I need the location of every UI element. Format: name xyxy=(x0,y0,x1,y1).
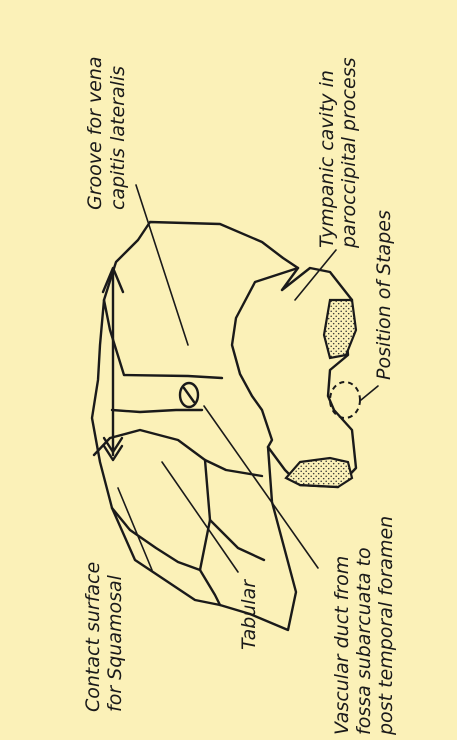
groove-leader xyxy=(136,185,188,345)
vascular-label-line1: Vascular duct from xyxy=(331,556,353,735)
vascular-label-line2: fossa subarcuata to xyxy=(353,547,375,735)
vascular-label-line3: post temporal foramen xyxy=(375,516,397,736)
stipple-upper-area xyxy=(324,300,356,358)
groove-label-line2: capitis lateralis xyxy=(107,66,129,210)
labels: Groove for vena capitis lateralis Tympan… xyxy=(82,56,397,736)
vascular-leader xyxy=(204,406,318,568)
tympanic-label-line2: paroccipital process xyxy=(338,57,360,249)
groove-label-line1: Groove for vena xyxy=(84,56,106,210)
stipple-lower-area xyxy=(286,458,352,487)
duct-opening-inner-mark xyxy=(184,388,194,402)
contact-label-line1: Contact surface xyxy=(82,562,104,712)
stapes-position-mark xyxy=(330,382,360,418)
stapes-leader xyxy=(361,386,378,400)
tabular-label: Tabular xyxy=(238,579,260,650)
stapes-label: Position of Stapes xyxy=(373,210,395,380)
tympanic-label-line1: Tympanic cavity in xyxy=(316,70,338,248)
contact-label-line2: for Squamosal xyxy=(104,574,126,712)
skull-bone-outline xyxy=(92,222,356,630)
tabular-leader xyxy=(162,462,238,572)
